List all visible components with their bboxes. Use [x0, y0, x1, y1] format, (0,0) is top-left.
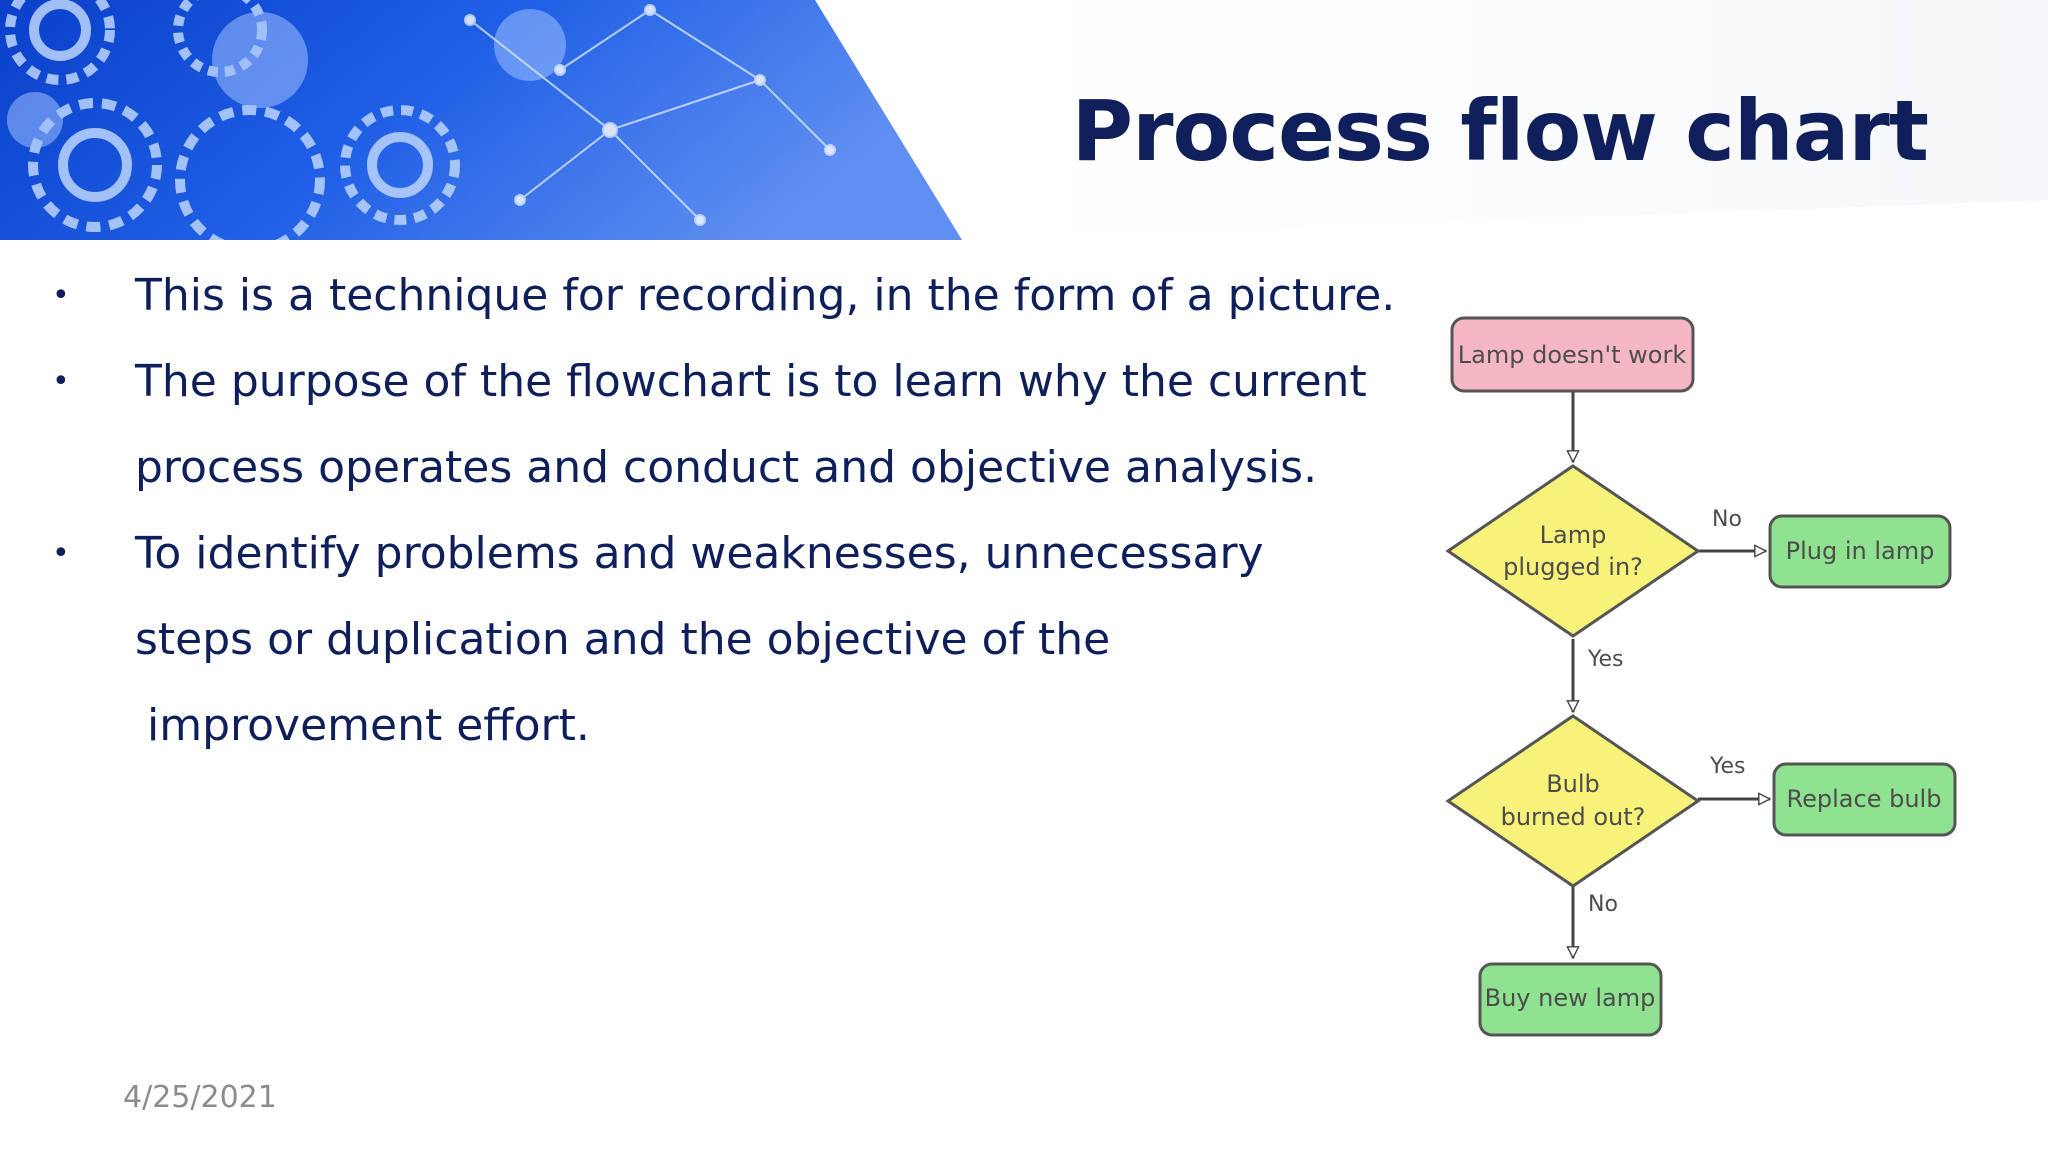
flow-decision-label: Lamp: [1540, 521, 1607, 549]
flowchart-diagram: Lamp doesn't work Lamp plugged in? No Ye…: [1445, 316, 1957, 1037]
flow-start-node: [1450, 316, 1695, 393]
network-icon: [464, 4, 836, 226]
bullet-item: • To identify problems and weaknesses, u…: [52, 511, 1352, 769]
bullet-item: • The purpose of the flowchart is to lea…: [52, 339, 1367, 511]
flow-decision-label: burned out?: [1501, 803, 1646, 831]
flow-start-label: Lamp doesn't work: [1458, 341, 1687, 369]
bullet-text: steps or duplication and the objective o…: [135, 614, 1111, 665]
bullet-item: • This is a technique for recording, in …: [52, 253, 1396, 339]
slide-date: 4/25/2021: [123, 1080, 277, 1115]
flow-action-label: Replace bulb: [1787, 785, 1942, 813]
flow-decision-label: plugged in?: [1503, 553, 1643, 581]
flow-action-node: [1768, 514, 1952, 589]
flow-edge-label: Yes: [1709, 754, 1746, 779]
bullet-text: This is a technique for recording, in th…: [135, 270, 1396, 321]
flow-edge-label: No: [1712, 507, 1742, 532]
flow-decision-node: [1445, 464, 1701, 638]
bullet-icon: •: [52, 364, 70, 399]
flow-decision-label: Bulb: [1546, 770, 1600, 798]
flow-end-label: Buy new lamp: [1485, 984, 1656, 1012]
bubble-icon: [7, 9, 566, 148]
flow-end-node: [1478, 962, 1663, 1037]
slide-title: Process flow chart: [1071, 82, 1929, 180]
banner-panel: [0, 0, 962, 240]
bullet-icon: •: [52, 278, 70, 313]
bullet-text: process operates and conduct and objecti…: [135, 442, 1318, 493]
bullet-icon: •: [52, 536, 70, 571]
flow-action-label: Plug in lamp: [1786, 537, 1935, 565]
flow-action-node: [1772, 762, 1957, 837]
bullet-list: • This is a technique for recording, in …: [52, 253, 1396, 769]
bullet-text: The purpose of the flowchart is to learn…: [135, 356, 1367, 407]
flow-edge-label: Yes: [1587, 647, 1624, 672]
header-banner: [0, 0, 2048, 240]
flow-edge-label: No: [1588, 892, 1618, 917]
bullet-text: To identify problems and weaknesses, unn…: [135, 528, 1264, 579]
bullet-text: improvement effort.: [147, 700, 590, 751]
banner-fade: [815, 0, 2048, 240]
flow-decision-node: [1445, 714, 1701, 888]
